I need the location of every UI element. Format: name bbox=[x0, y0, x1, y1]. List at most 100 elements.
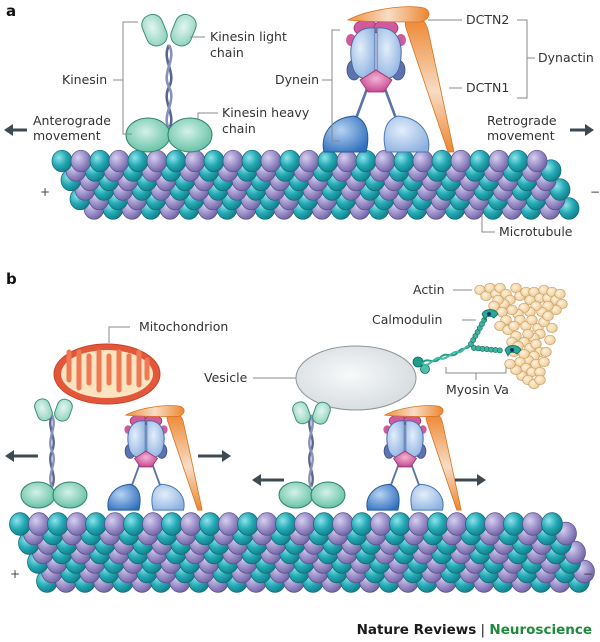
actin-monomer bbox=[540, 346, 552, 358]
tubulin-beta bbox=[218, 512, 240, 536]
tubulin-beta bbox=[450, 149, 472, 173]
journal-subject: Neuroscience bbox=[489, 622, 592, 638]
actin-monomer bbox=[526, 314, 538, 326]
tubulin-alpha bbox=[199, 512, 221, 536]
tubulin-beta bbox=[370, 512, 392, 536]
minus-end-b: − bbox=[583, 567, 593, 581]
anterograde-arrowhead bbox=[4, 124, 13, 136]
kinesin-bracket bbox=[122, 21, 138, 135]
myosin-lever-arm-upper bbox=[468, 317, 488, 347]
dynein-motor-head-left bbox=[322, 115, 369, 153]
label-retrograde-1: Retrograde bbox=[487, 113, 557, 128]
dynein-intermediate-chain bbox=[133, 450, 159, 468]
label-kinesin-light-chain-1: Kinesin light bbox=[210, 29, 287, 44]
dynein-motor-head-right bbox=[410, 483, 444, 511]
myosin-va bbox=[412, 309, 522, 374]
label-anterograde-1: Anterograde bbox=[33, 113, 111, 128]
journal-name: Nature Reviews bbox=[356, 622, 477, 638]
journal-credit: Nature Reviews | Neuroscience bbox=[357, 622, 592, 638]
tubulin-alpha bbox=[203, 149, 225, 173]
tubulin-beta bbox=[294, 512, 316, 536]
tubulin-alpha bbox=[541, 512, 563, 536]
label-dynein: Dynein bbox=[275, 72, 319, 87]
actin-monomer bbox=[546, 322, 558, 334]
label-anterograde-2: movement bbox=[33, 128, 101, 143]
tubulin-alpha bbox=[465, 512, 487, 536]
tubulin-alpha bbox=[9, 512, 31, 536]
tubulin-alpha bbox=[123, 512, 145, 536]
tubulin-beta bbox=[332, 512, 354, 536]
tubulin-beta bbox=[336, 149, 358, 173]
heavy-chain-leader bbox=[197, 112, 218, 120]
tubulin-alpha bbox=[161, 512, 183, 536]
kinesin-heavy-chain-right bbox=[167, 117, 213, 153]
tubulin-alpha bbox=[275, 512, 297, 536]
kinesin-light-chain-right bbox=[170, 13, 197, 47]
actin-monomer bbox=[554, 288, 566, 300]
actin-monomer bbox=[538, 356, 550, 368]
dynein-motor-head-right bbox=[383, 115, 430, 153]
tubulin-beta bbox=[142, 512, 164, 536]
label-dctn1: DCTN1 bbox=[466, 80, 509, 95]
tubulin-beta bbox=[298, 149, 320, 173]
actin-filament bbox=[474, 282, 568, 390]
myosin-head-lower-site bbox=[510, 348, 514, 352]
actin-monomer bbox=[506, 304, 518, 316]
label-retrograde-2: movement bbox=[487, 128, 555, 143]
microtubule-a bbox=[51, 149, 580, 220]
mitochondrion-leader bbox=[108, 326, 130, 343]
tubulin-alpha bbox=[313, 512, 335, 536]
kinesin-b1 bbox=[20, 398, 88, 509]
tubulin-alpha bbox=[89, 149, 111, 173]
tubulin-alpha bbox=[469, 149, 491, 173]
label-dynactin: Dynactin bbox=[538, 50, 594, 65]
label-kinesin-heavy-chain-1: Kinesin heavy bbox=[222, 105, 310, 120]
tubulin-alpha bbox=[393, 149, 415, 173]
tubulin-alpha bbox=[503, 512, 525, 536]
kinesin-coiled-coil bbox=[165, 44, 173, 130]
panel-b-letter: b bbox=[6, 270, 17, 288]
myosin-head-upper-site bbox=[487, 312, 491, 316]
dynein-motor-head-right bbox=[151, 483, 185, 511]
label-actin: Actin bbox=[413, 282, 445, 297]
tubulin-beta bbox=[484, 512, 506, 536]
actin-monomer bbox=[508, 320, 520, 332]
dynein-intermediate-chain bbox=[392, 450, 418, 468]
tubulin-alpha bbox=[165, 149, 187, 173]
tubulin-alpha bbox=[317, 149, 339, 173]
tubulin-beta bbox=[66, 512, 88, 536]
label-kinesin-light-chain-2: chain bbox=[210, 45, 244, 60]
dynactin-bracket bbox=[517, 19, 535, 99]
retrograde-arrowhead bbox=[585, 124, 594, 136]
dynein-intermediate-chain bbox=[359, 69, 393, 93]
label-kinesin: Kinesin bbox=[62, 72, 107, 87]
dynein-dynactin-b1 bbox=[107, 405, 203, 511]
tubulin-beta bbox=[412, 149, 434, 173]
tubulin-beta bbox=[70, 149, 92, 173]
microtubule-b bbox=[9, 512, 595, 593]
dynein-motor-head-left bbox=[107, 483, 141, 511]
kinesin-light-chain-left bbox=[141, 13, 168, 47]
tubulin-alpha bbox=[389, 512, 411, 536]
anterograde-arrowhead-b2 bbox=[252, 474, 261, 486]
kinesin-a bbox=[125, 13, 213, 153]
tubulin-beta bbox=[256, 512, 278, 536]
tubulin-beta bbox=[374, 149, 396, 173]
actin-monomer bbox=[504, 358, 516, 370]
credit-separator: | bbox=[476, 622, 490, 638]
dynein-dynactin-a bbox=[322, 6, 455, 153]
plus-end-b: + bbox=[10, 567, 20, 581]
tubulin-alpha bbox=[431, 149, 453, 173]
dynein-motor-head-left bbox=[366, 483, 400, 511]
label-kinesin-heavy-chain-2: chain bbox=[222, 121, 256, 136]
myosin-va-bracket bbox=[445, 367, 507, 380]
tubulin-beta bbox=[104, 512, 126, 536]
tubulin-alpha bbox=[241, 149, 263, 173]
label-dctn2: DCTN2 bbox=[466, 12, 509, 27]
label-microtubule: Microtubule bbox=[499, 224, 573, 239]
tubulin-beta bbox=[108, 149, 130, 173]
actin-monomer bbox=[544, 334, 556, 346]
tubulin-alpha bbox=[351, 512, 373, 536]
actin-monomer bbox=[534, 374, 546, 386]
myosin-lever-arm-lower bbox=[471, 345, 503, 354]
